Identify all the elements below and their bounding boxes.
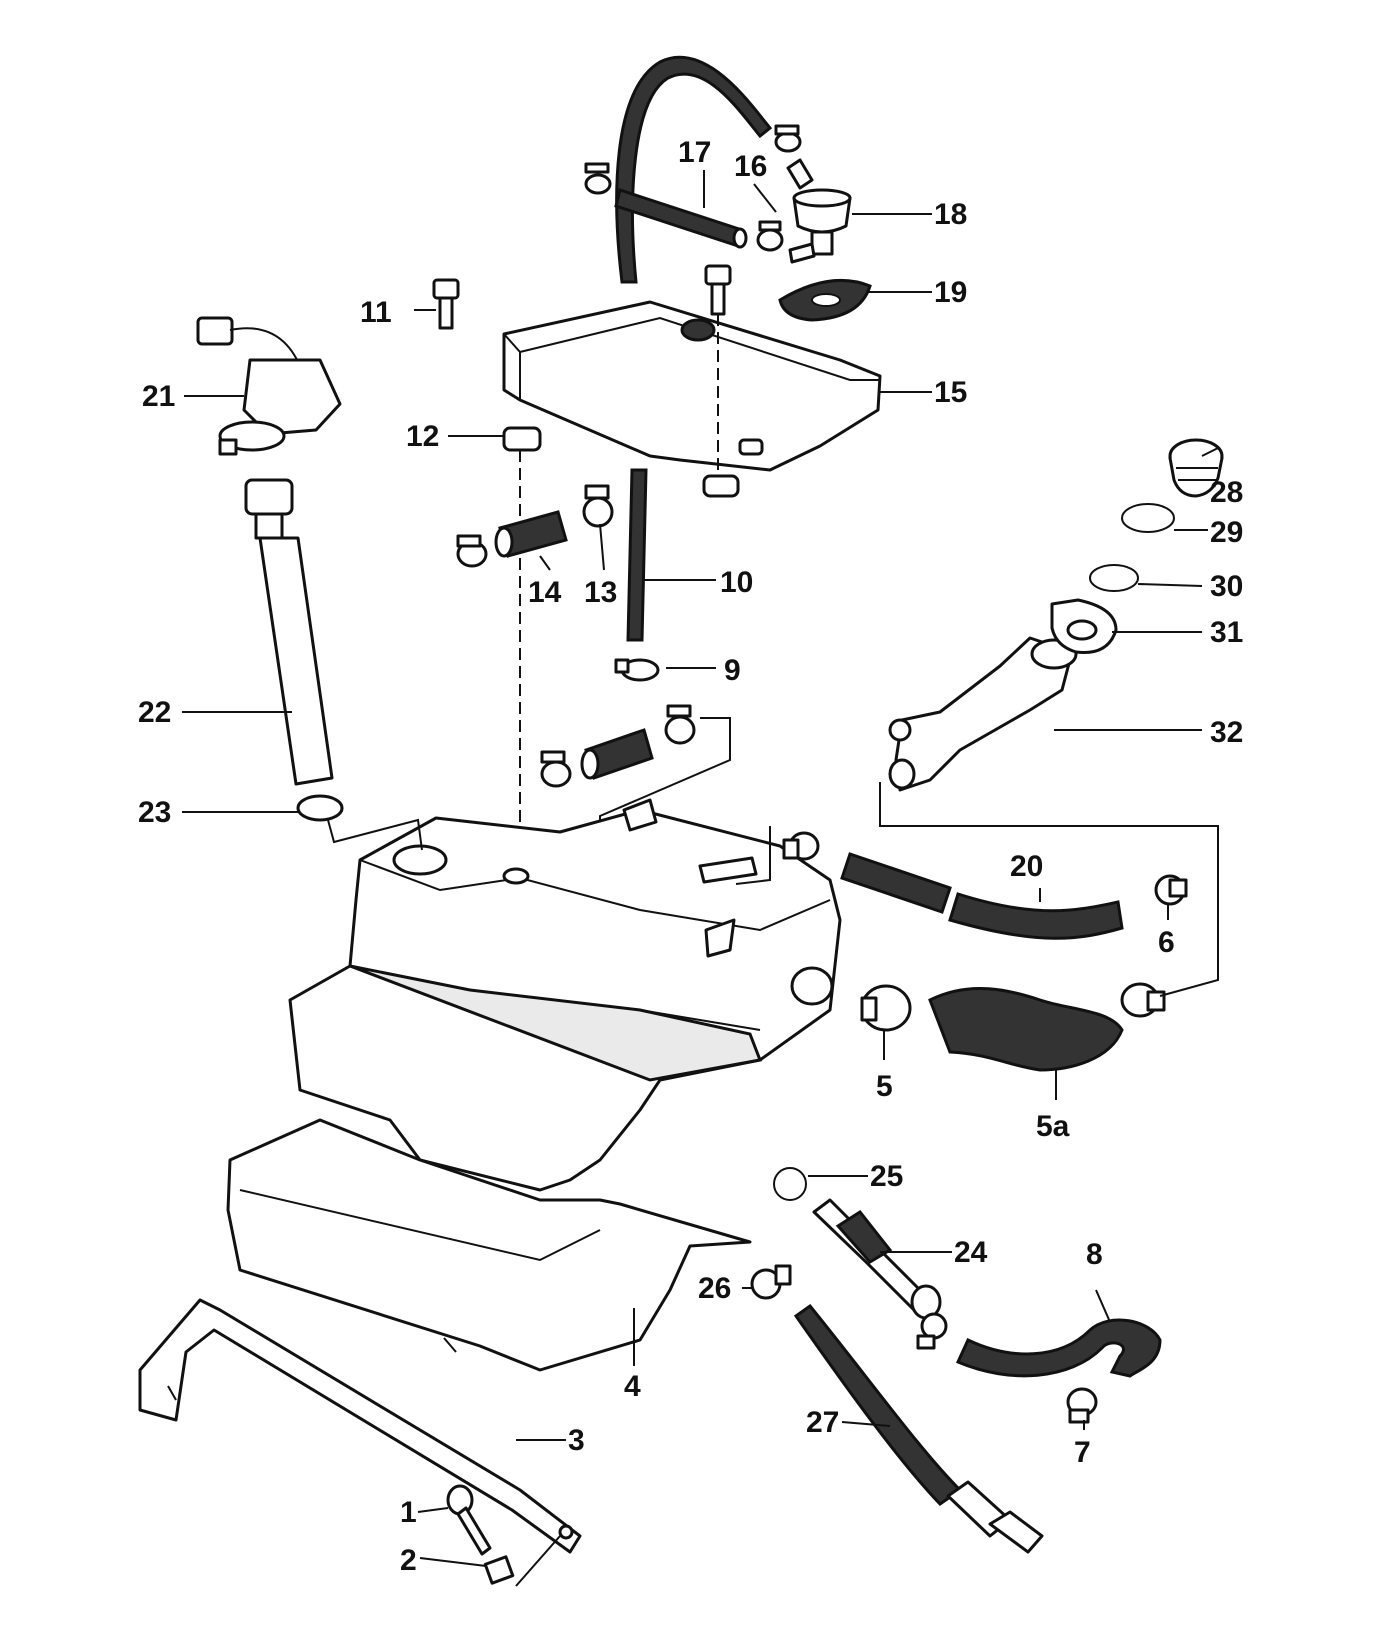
nut-2 xyxy=(483,1555,515,1585)
callout-13: 13 xyxy=(584,576,617,609)
callout-29: 29 xyxy=(1210,516,1243,549)
callout-1: 1 xyxy=(400,1496,417,1529)
fuel-level-sender-21 xyxy=(196,316,342,456)
callout-16: 16 xyxy=(734,150,767,183)
leader-bracket-32 xyxy=(879,782,1219,997)
filler-neck-32 xyxy=(888,636,1078,792)
clamp-16 xyxy=(756,220,784,252)
hose-14 xyxy=(494,510,568,558)
bolt-11-left xyxy=(432,278,460,330)
callout-27: 27 xyxy=(806,1406,839,1439)
clamp-5a-right xyxy=(1120,982,1166,1018)
sender-tube-22 xyxy=(244,478,334,786)
grommet-15-under xyxy=(702,474,740,498)
callout-4: 4 xyxy=(624,1370,641,1403)
callout-21: 21 xyxy=(142,380,175,413)
breather-hose-loop xyxy=(615,55,773,284)
gasket-23 xyxy=(296,794,344,822)
callout-30: 30 xyxy=(1210,570,1243,603)
clamp-7 xyxy=(1066,1387,1098,1424)
hose-20 xyxy=(840,852,1124,940)
bolt-1 xyxy=(446,1484,492,1556)
clamp-6 xyxy=(1154,874,1188,906)
gasket-29 xyxy=(1121,503,1175,533)
fuel-tap-24 xyxy=(812,1198,942,1320)
clamp-24 xyxy=(916,1312,948,1350)
leader-bracket-1 xyxy=(443,1337,457,1353)
clamp-13 xyxy=(582,484,614,528)
gasket-19 xyxy=(778,279,872,322)
leader-bracket-upper xyxy=(735,826,771,885)
callout-15: 15 xyxy=(934,376,967,409)
clamp-5 xyxy=(860,984,912,1032)
callout-5a: 5a xyxy=(1036,1110,1070,1143)
callout-7: 7 xyxy=(1074,1436,1091,1469)
clamp-14-left xyxy=(456,534,488,568)
retainer-ring-31 xyxy=(1050,598,1118,655)
callout-19: 19 xyxy=(934,276,967,309)
grommet-12 xyxy=(502,426,542,452)
callout-31: 31 xyxy=(1210,616,1243,649)
callout-18: 18 xyxy=(934,198,967,231)
leader-bracket-23 xyxy=(327,818,423,851)
hose-27 xyxy=(793,1303,1044,1554)
clamp-top-left xyxy=(584,162,612,195)
callout-6: 6 xyxy=(1158,926,1175,959)
hose-10 xyxy=(626,468,648,642)
callout-20: 20 xyxy=(1010,850,1043,883)
clamp-9 xyxy=(614,658,660,682)
callout-26: 26 xyxy=(698,1272,731,1305)
gasket-25 xyxy=(773,1167,807,1201)
clamp-middle-left xyxy=(540,750,572,788)
callout-32: 32 xyxy=(1210,716,1243,749)
callout-28: 28 xyxy=(1210,476,1243,509)
callout-11: 11 xyxy=(360,296,392,329)
fuel-tank-main xyxy=(288,798,842,1192)
callout-12: 12 xyxy=(406,420,439,453)
filler-cap-28 xyxy=(1168,438,1224,498)
hose-17 xyxy=(614,188,748,249)
skid-plate-4 xyxy=(226,1118,752,1372)
expansion-tank-15 xyxy=(502,300,882,472)
circlip-30 xyxy=(1089,564,1139,592)
bolt-11-right xyxy=(704,264,732,316)
callout-9: 9 xyxy=(724,654,741,687)
callout-17: 17 xyxy=(678,136,711,169)
hose-5a xyxy=(928,987,1124,1072)
hose-middle xyxy=(580,728,654,780)
clamp-top-right xyxy=(774,124,802,153)
callout-8: 8 xyxy=(1086,1238,1103,1271)
valve-18 xyxy=(786,158,852,264)
clamp-upper-middle xyxy=(782,831,820,861)
callout-5: 5 xyxy=(876,1070,893,1103)
leader-bracket-2 xyxy=(515,1535,561,1587)
callout-10: 10 xyxy=(720,566,753,599)
hose-8 xyxy=(955,1318,1162,1378)
tank-strap-3 xyxy=(138,1298,582,1554)
clamp-26 xyxy=(750,1264,792,1300)
callout-labels: 1 2 3 4 5 5a 6 7 8 9 10 11 12 13 14 15 1… xyxy=(138,136,1243,1577)
callout-2: 2 xyxy=(400,1544,417,1577)
callout-23: 23 xyxy=(138,796,171,829)
clamp-middle-right xyxy=(664,704,696,745)
leader-lines xyxy=(182,170,1219,1567)
callout-14: 14 xyxy=(528,576,562,609)
callout-25: 25 xyxy=(870,1160,903,1193)
callout-3: 3 xyxy=(568,1424,585,1457)
callout-24: 24 xyxy=(954,1236,988,1269)
callout-22: 22 xyxy=(138,696,171,729)
